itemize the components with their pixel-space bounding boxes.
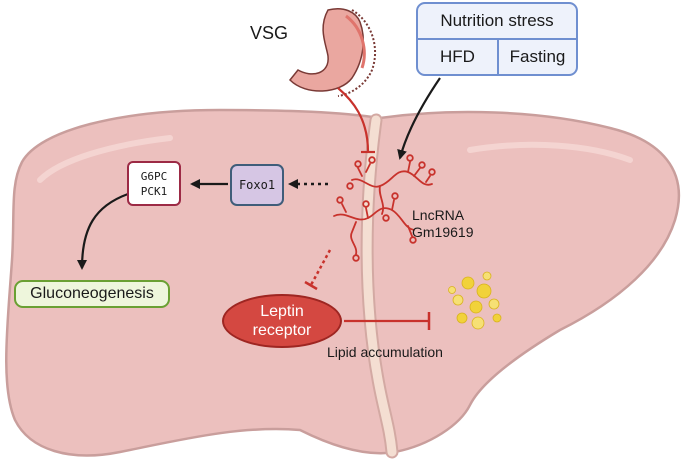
gluconeogenesis-box: Gluconeogenesis — [14, 280, 170, 308]
leptin-receptor-node: Leptin receptor — [222, 294, 342, 348]
g6pc-pck1-box: G6PC PCK1 — [127, 161, 181, 206]
lncrna-to-leptin-inhibit — [309, 249, 332, 286]
lncrna-molecule-icon — [333, 154, 436, 262]
nutrition-stress-box: Nutrition stress HFD Fasting — [416, 2, 578, 76]
lipid-accumulation-label: Lipid accumulation — [327, 344, 443, 360]
lncrna-label-line2: Gm19619 — [412, 224, 474, 240]
nutrition-stress-title: Nutrition stress — [440, 11, 554, 30]
gluconeogenesis-label: Gluconeogenesis — [30, 285, 154, 302]
lncrna-label: LncRNA Gm19619 — [412, 207, 473, 241]
lipid-droplets-icon — [448, 271, 502, 330]
nutrition-divider-v — [497, 40, 499, 74]
fasting-label: Fasting — [509, 47, 566, 66]
stomach-icon — [288, 8, 377, 97]
vsg-label: VSG — [250, 23, 289, 43]
lncrna-label-line1: LncRNA — [412, 207, 465, 223]
nutrition-divider-h — [418, 38, 576, 40]
leptin-label-line2: receptor — [252, 322, 312, 339]
foxo1-box: Foxo1 — [230, 164, 284, 206]
foxo1-label: Foxo1 — [238, 178, 276, 192]
g6pc-label: G6PC — [140, 169, 168, 183]
nutrition-arrow — [397, 77, 441, 160]
leptin-label-line1: Leptin — [260, 303, 304, 320]
hfd-label: HFD — [440, 47, 475, 66]
vsg-inhibit-line — [337, 87, 370, 153]
pck1-label: PCK1 — [140, 184, 168, 198]
g6pc-to-gluconeogenesis-arrow — [77, 192, 129, 270]
